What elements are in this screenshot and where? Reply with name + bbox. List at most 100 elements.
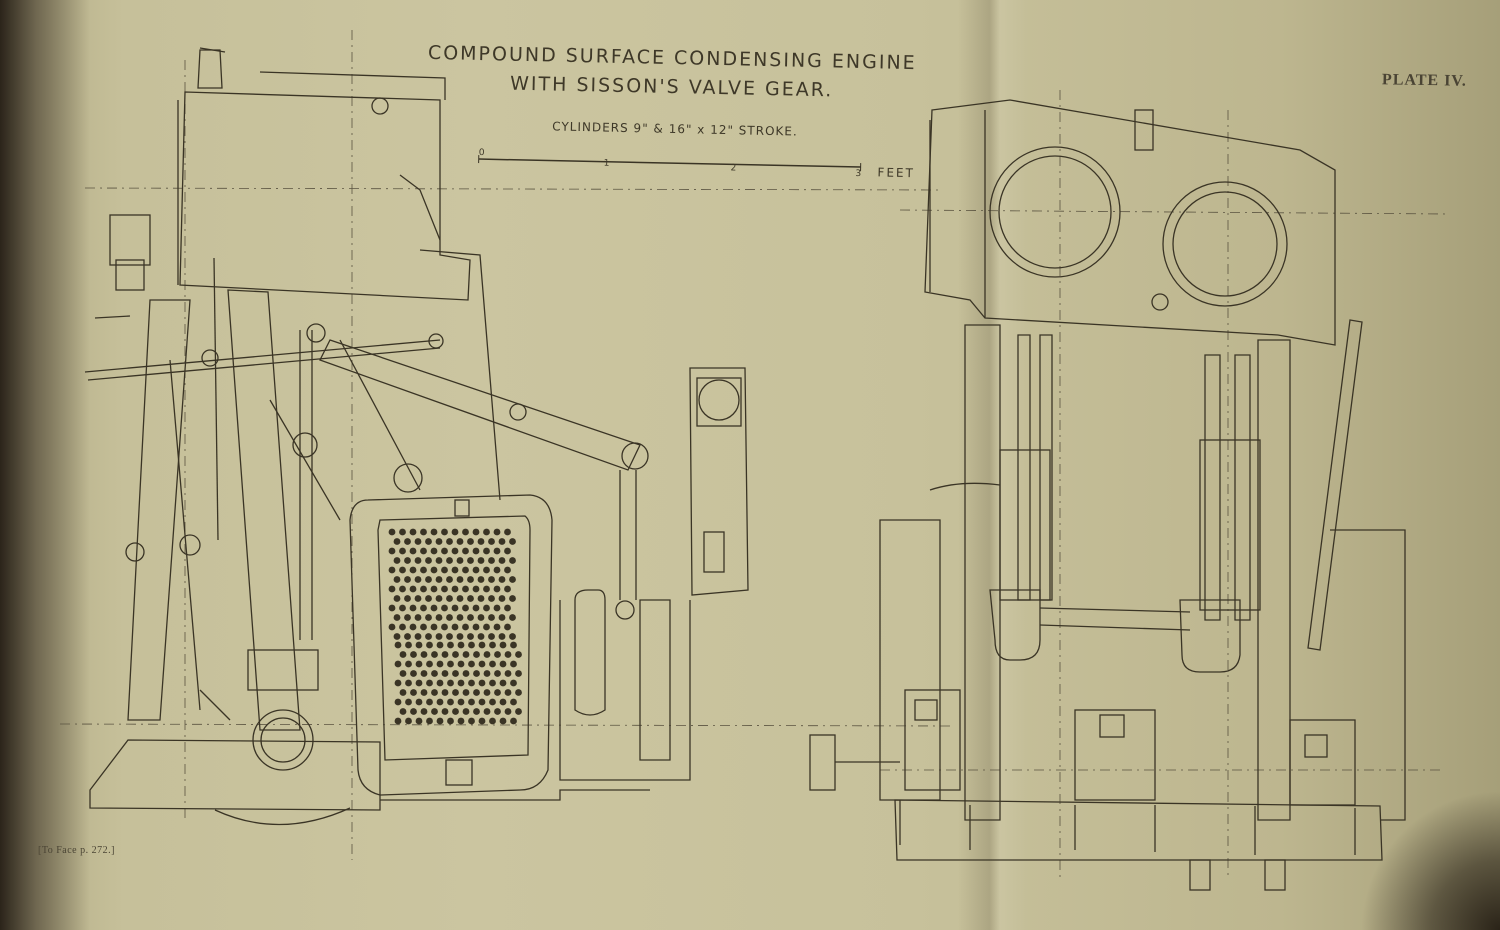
tube-hole <box>462 651 470 658</box>
tube-hole <box>504 651 512 658</box>
tube-hole <box>488 576 495 583</box>
tube-hole <box>456 557 464 564</box>
tube-hole <box>430 566 438 574</box>
tube-hole <box>431 689 438 696</box>
tube-hole <box>504 689 512 696</box>
tube-hole <box>420 604 427 612</box>
tube-hole <box>457 641 465 649</box>
tube-hole <box>462 547 469 555</box>
tube-hole <box>441 566 448 574</box>
tube-hole <box>404 576 411 583</box>
tube-hole <box>472 566 480 574</box>
tube-hole <box>409 604 417 612</box>
tube-hole <box>446 595 453 602</box>
scale-tick-1: 1 <box>603 158 610 169</box>
tube-hole <box>394 717 402 725</box>
tube-hole <box>430 585 438 593</box>
tube-hole <box>462 689 470 696</box>
tube-hole <box>468 641 475 649</box>
tube-hole <box>456 633 464 640</box>
tube-hole <box>504 566 511 574</box>
tube-hole <box>478 698 486 706</box>
tube-hole <box>426 679 433 687</box>
tube-hole <box>409 566 417 574</box>
tube-hole <box>399 708 407 715</box>
tube-hole <box>441 651 449 658</box>
page-reference: [To Face p. 272.] <box>38 845 115 856</box>
tube-hole <box>393 595 401 602</box>
tube-hole <box>431 670 438 677</box>
tube-hole <box>426 660 433 668</box>
tube-hole <box>405 660 412 668</box>
tube-hole <box>483 623 490 631</box>
tube-hole <box>441 689 449 696</box>
tube-hole <box>393 614 401 621</box>
scale-tick-3: 3 <box>855 168 862 180</box>
tube-hole <box>494 708 501 715</box>
tube-hole <box>515 651 522 658</box>
tube-hole <box>472 585 480 593</box>
tube-hole <box>420 670 428 677</box>
tube-hole <box>394 660 402 668</box>
scale-tick-0: 0 <box>478 148 485 159</box>
tube-hole <box>510 698 517 706</box>
tube-hole <box>420 585 427 593</box>
tube-hole <box>404 557 411 564</box>
side-elevation <box>84 47 749 826</box>
tube-hole <box>447 679 454 687</box>
tube-hole <box>399 689 407 696</box>
tube-hole <box>462 528 469 536</box>
tube-hole <box>478 679 486 687</box>
tube-hole <box>504 528 511 536</box>
tube-hole <box>388 585 396 593</box>
tube-hole <box>498 595 506 602</box>
tube-hole <box>499 660 507 668</box>
tube-hole <box>456 576 464 583</box>
tube-hole <box>414 538 422 545</box>
tube-hole <box>509 614 516 621</box>
page-fold <box>958 0 1028 930</box>
tube-hole <box>483 604 490 612</box>
tube-hole <box>441 547 448 555</box>
tube-hole <box>446 633 453 640</box>
tube-hole <box>426 641 433 649</box>
tube-hole <box>472 528 480 536</box>
tube-hole <box>498 576 506 583</box>
tube-hole <box>493 604 501 612</box>
tube-hole <box>431 651 438 658</box>
tube-hole <box>462 670 470 677</box>
tube-hole <box>399 670 407 677</box>
tube-hole <box>477 633 485 640</box>
tube-hole <box>404 538 411 545</box>
tube-hole <box>394 698 402 706</box>
tube-hole <box>473 708 480 715</box>
tube-hole <box>488 557 495 564</box>
tube-hole <box>510 660 517 668</box>
tube-hole <box>488 538 495 545</box>
tube-hole <box>452 651 459 658</box>
tube-hole <box>483 585 490 593</box>
tube-hole <box>478 641 486 649</box>
tube-hole <box>388 604 396 612</box>
tube-hole <box>393 538 401 545</box>
tube-hole <box>467 576 474 583</box>
tube-hole <box>436 641 444 649</box>
tube-hole <box>489 698 496 706</box>
tube-hole <box>420 689 428 696</box>
tube-hole <box>483 651 491 658</box>
tube-hole <box>415 679 423 687</box>
tube-hole <box>420 623 427 631</box>
tube-hole <box>452 689 459 696</box>
tube-hole <box>456 595 464 602</box>
end-elevation <box>809 99 1406 891</box>
tube-hole <box>436 660 444 668</box>
tube-hole <box>409 585 417 593</box>
tube-hole <box>414 614 422 621</box>
tube-hole <box>425 557 432 564</box>
tube-hole <box>420 547 427 555</box>
tube-hole <box>477 557 485 564</box>
tube-hole <box>399 547 406 555</box>
tube-hole <box>446 557 453 564</box>
tube-hole <box>409 547 417 555</box>
tube-hole <box>430 623 438 631</box>
